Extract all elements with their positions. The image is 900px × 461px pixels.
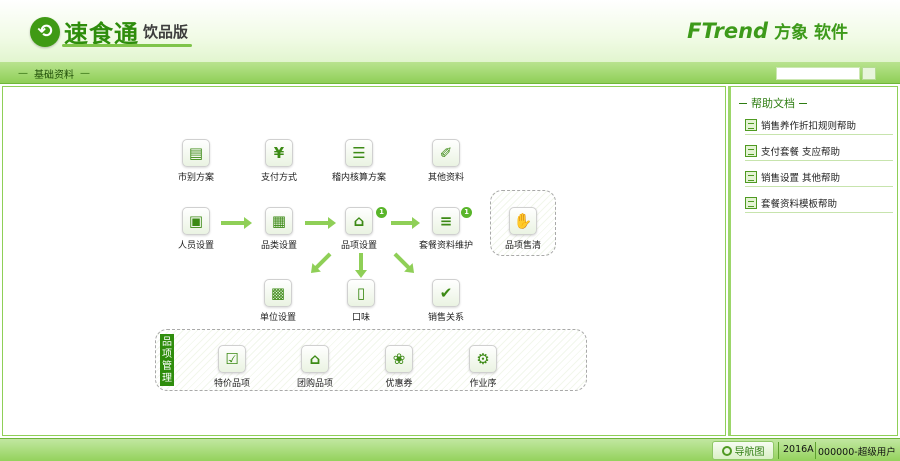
breadcrumb-dash-left: — [18, 68, 28, 79]
brand-logo: FTrend 方象 软件 [687, 18, 848, 43]
ribbon-icon: ❀ [385, 345, 413, 373]
help-doc-icon [745, 144, 757, 157]
page-icon: ▯ [347, 279, 375, 307]
help-link-label: 支付套餐 支应帮助 [761, 146, 841, 158]
node-sales-relation[interactable]: ✔ 销售关系 [411, 279, 481, 323]
list-icon: ≡ [432, 207, 460, 235]
node-label: 市别方案 [177, 173, 214, 183]
node-item-setup[interactable]: ⌂ 品项设置 [324, 207, 394, 251]
node-work-sequence[interactable]: ⚙ 作业序 [448, 345, 518, 389]
help-panel: 帮助文档 销售养作折扣规则帮助 支付套餐 支应帮助 销售设置 其他帮助 套餐资料… [728, 86, 898, 436]
node-shift-scheme[interactable]: ▤ 市别方案 [161, 139, 231, 183]
node-coupon[interactable]: ❀ 优惠券 [364, 345, 434, 389]
search-button[interactable] [862, 67, 876, 80]
node-set-meal-maintenance[interactable]: ≡ 套餐资料维护 [411, 207, 481, 251]
file-gear-icon: ⚙ [469, 345, 497, 373]
navigation-diagram: ▤ 市别方案 ¥ 支付方式 ☰ 稽内核算方案 ✐ 其他资料 ▣ 人员设置 ▦ 品… [2, 86, 726, 436]
node-label: 销售关系 [427, 313, 464, 323]
node-flavor[interactable]: ▯ 口味 [326, 279, 396, 323]
node-accounting-scheme[interactable]: ☰ 稽内核算方案 [324, 139, 394, 183]
logo-underline [62, 44, 192, 47]
brand-cn: 方象 软件 [774, 23, 848, 43]
help-doc-icon [745, 118, 757, 131]
current-user: 000000-超级用户 [818, 447, 896, 458]
node-label: 单位设置 [259, 313, 296, 323]
help-link[interactable]: 销售设置 其他帮助 [745, 167, 893, 187]
status-divider [778, 442, 779, 459]
app-header: ⟲ 速食通 饮品版 FTrend 方象 软件 [0, 0, 900, 62]
basket-icon: ⌂ [345, 207, 373, 235]
node-label: 其他资料 [427, 173, 464, 183]
app-edition: 饮品版 [143, 23, 189, 41]
node-label: 人员设置 [177, 241, 214, 251]
help-doc-icon [745, 170, 757, 183]
cube-icon: ▩ [264, 279, 292, 307]
help-link-label: 套餐资料模板帮助 [761, 198, 838, 210]
breadcrumb-current[interactable]: 基础资料 [34, 70, 74, 81]
node-label: 品项设置 [340, 241, 377, 251]
node-label: 稽内核算方案 [331, 173, 386, 183]
badge-icon: 1 [461, 207, 472, 218]
status-divider [815, 442, 816, 459]
node-staff-setup[interactable]: ▣ 人员设置 [161, 207, 231, 251]
cash-register-icon: ▤ [182, 139, 210, 167]
node-label: 品项售清 [504, 241, 541, 251]
help-panel-title: 帮助文档 [739, 95, 807, 111]
node-label: 作业序 [469, 379, 497, 389]
node-group-buy-item[interactable]: ⌂ 团购品项 [280, 345, 350, 389]
search-input[interactable] [776, 67, 860, 80]
clipboard-icon: ☑ [218, 345, 246, 373]
node-label: 支付方式 [260, 173, 297, 183]
logo-mark-icon: ⟲ [30, 16, 60, 47]
title-line-left [739, 102, 747, 104]
document-icon: ✐ [432, 139, 460, 167]
app-logo: ⟲ 速食通 饮品版 [30, 14, 188, 49]
node-label: 团购品项 [296, 379, 333, 389]
nav-button-label: 导航图 [734, 447, 765, 458]
arrow-right [221, 217, 252, 229]
help-link[interactable]: 支付套餐 支应帮助 [745, 141, 893, 161]
badge-icon: 1 [376, 207, 387, 218]
node-special-price-item[interactable]: ☑ 特价品项 [197, 345, 267, 389]
help-link-label: 销售设置 其他帮助 [761, 172, 841, 184]
title-line-right [799, 102, 807, 104]
arrow-down [355, 253, 367, 278]
breadcrumb-bar: — 基础资料 — [0, 62, 900, 84]
node-unit-setup[interactable]: ▩ 单位设置 [243, 279, 313, 323]
help-doc-icon [745, 196, 757, 209]
help-link[interactable]: 套餐资料模板帮助 [745, 193, 893, 213]
navigation-map-button[interactable]: 导航图 [712, 441, 774, 460]
house-icon: ⌂ [301, 345, 329, 373]
breadcrumb-dash-right: — [80, 68, 90, 79]
arrow-right [305, 217, 336, 229]
arrow-down-left [314, 252, 332, 270]
breadcrumb: — 基础资料 — [12, 66, 96, 81]
version-code: 2016A [783, 444, 814, 455]
node-other-data[interactable]: ✐ 其他资料 [411, 139, 481, 183]
help-link[interactable]: 销售养作折扣规则帮助 [745, 115, 893, 135]
node-category-setup[interactable]: ▦ 品类设置 [244, 207, 314, 251]
app-name: 速食通 [64, 20, 139, 48]
help-link-label: 销售养作折扣规则帮助 [761, 120, 857, 132]
node-payment-method[interactable]: ¥ 支付方式 [244, 139, 314, 183]
node-label: 品类设置 [260, 241, 297, 251]
help-title-text: 帮助文档 [751, 97, 795, 110]
status-bar: 导航图 2016A 000000-超级用户 [0, 438, 900, 461]
arrow-down-right [393, 252, 411, 270]
group-label: 品项管理 [160, 334, 174, 386]
coin-icon: ¥ [265, 139, 293, 167]
brand-en: FTrend [687, 19, 769, 43]
node-label: 特价品项 [213, 379, 250, 389]
node-label: 口味 [351, 313, 370, 323]
node-label: 套餐资料维护 [418, 241, 473, 251]
cart-icon: ✔ [432, 279, 460, 307]
bricks-icon: ▦ [265, 207, 293, 235]
ledger-icon: ☰ [345, 139, 373, 167]
globe-icon [721, 445, 732, 456]
arrow-right [391, 217, 420, 229]
node-item-soldout[interactable]: ✋ 品项售清 [488, 207, 558, 251]
node-label: 优惠券 [385, 379, 413, 389]
hand-icon: ✋ [509, 207, 537, 235]
boxes-icon: ▣ [182, 207, 210, 235]
